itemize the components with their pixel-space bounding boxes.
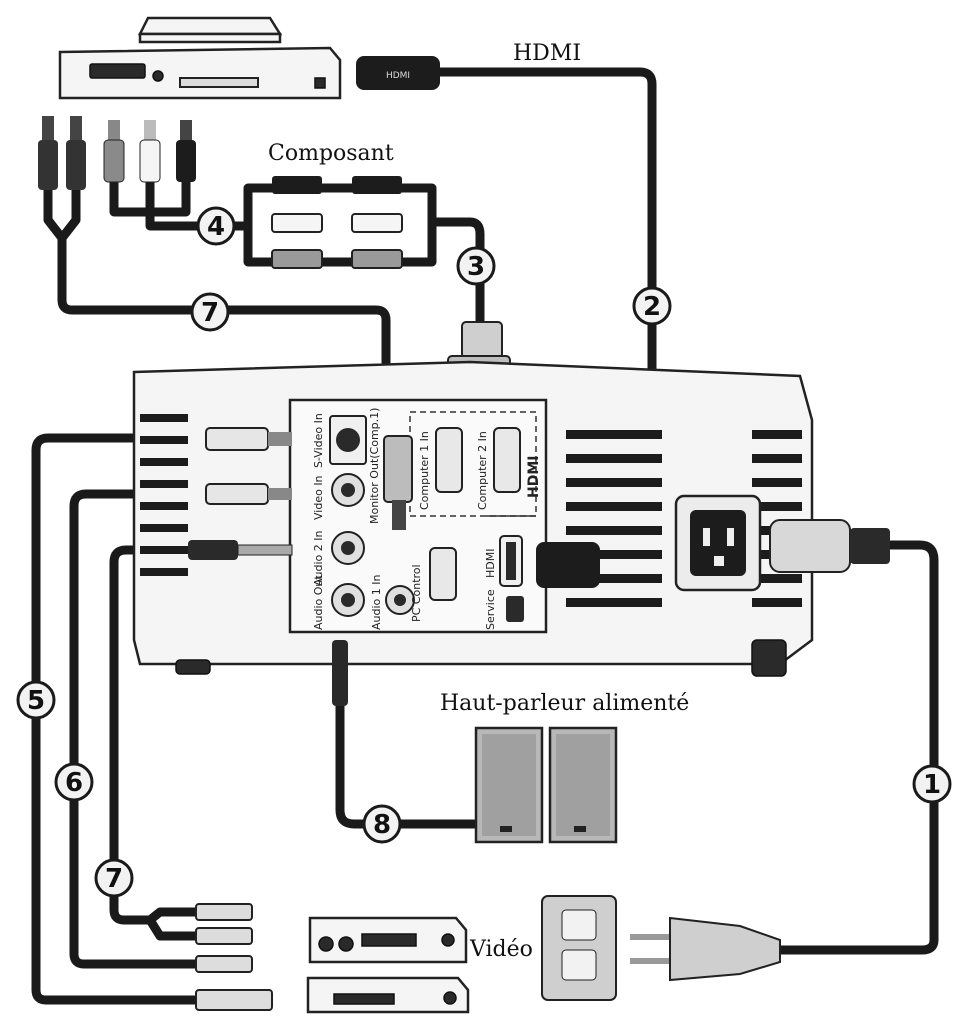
svg-text:2: 2	[643, 292, 661, 322]
s-video-in-label: S-Video In	[312, 413, 325, 468]
svg-text:7: 7	[105, 864, 123, 894]
hdmi-plug-text: HDMI	[386, 71, 410, 81]
svg-text:3: 3	[467, 252, 485, 282]
speaker-label: Haut-parleur alimenté	[440, 691, 689, 716]
svg-text:1: 1	[923, 770, 941, 800]
badge-3: 3	[456, 246, 496, 286]
video-plugs-bottom	[195, 903, 273, 1011]
pc-control-label: PC Control	[410, 564, 423, 622]
audio-rca-cable-top	[43, 183, 391, 445]
component-vga-cable	[427, 217, 485, 335]
badge-5: 5	[16, 680, 56, 720]
speaker-cable	[335, 695, 483, 829]
svg-text:8: 8	[373, 810, 391, 840]
computer-2-in-label: Computer 2 In	[476, 431, 489, 510]
rca-branch	[145, 175, 191, 217]
audio-rca-branch	[57, 183, 81, 243]
step-badges: 1 2 3 4 5 6 7 7 8	[16, 206, 952, 898]
monitor-out-label: Monitor Out(Comp.1)	[368, 408, 381, 524]
component-connectors	[271, 176, 403, 269]
hdmi-plug-source: HDMI	[356, 56, 440, 90]
svg-text:7: 7	[201, 298, 219, 328]
badge-1: 1	[912, 764, 952, 804]
projector	[132, 360, 814, 677]
hdmi-label: HDMI	[513, 41, 581, 66]
video-in-label: Video In	[312, 475, 325, 520]
power-cable	[775, 540, 939, 955]
cables	[31, 67, 939, 1005]
audio-1-in-label: Audio 1 In	[370, 574, 383, 630]
video-devices	[306, 916, 470, 1014]
video-label: Vidéo	[469, 937, 533, 962]
computer-1-in-label: Computer 1 In	[418, 431, 431, 510]
svideo-cable	[31, 433, 217, 1005]
badge-6: 6	[54, 762, 94, 802]
service-label: Service	[484, 589, 497, 630]
badge-2: 2	[632, 286, 672, 326]
badge-4: 4	[196, 206, 236, 246]
composant-label: Composant	[268, 141, 394, 166]
badge-7-top: 7	[190, 292, 230, 332]
projector-plugs	[188, 427, 890, 706]
wall-outlet	[541, 895, 781, 1001]
svg-text:5: 5	[27, 686, 45, 716]
audio-out-label: Audio Out	[312, 575, 325, 630]
port-labels: S-Video In Video In Audio 2 In Audio Out…	[312, 408, 542, 630]
svg-text:4: 4	[207, 212, 225, 242]
hdmi-logo-text: HDMI	[526, 456, 542, 498]
powered-speakers	[474, 726, 618, 844]
rca-plugs-top	[38, 116, 196, 190]
audio-2-in-label: Audio 2 In	[312, 530, 325, 586]
composite-cable	[69, 489, 217, 969]
badge-8: 8	[362, 804, 402, 844]
badge-7-bottom: 7	[94, 858, 134, 898]
hdmi-port-label: HDMI	[484, 549, 497, 578]
dvd-player	[58, 16, 342, 100]
svg-text:6: 6	[65, 768, 83, 798]
audio-cable-bottom	[109, 545, 201, 941]
